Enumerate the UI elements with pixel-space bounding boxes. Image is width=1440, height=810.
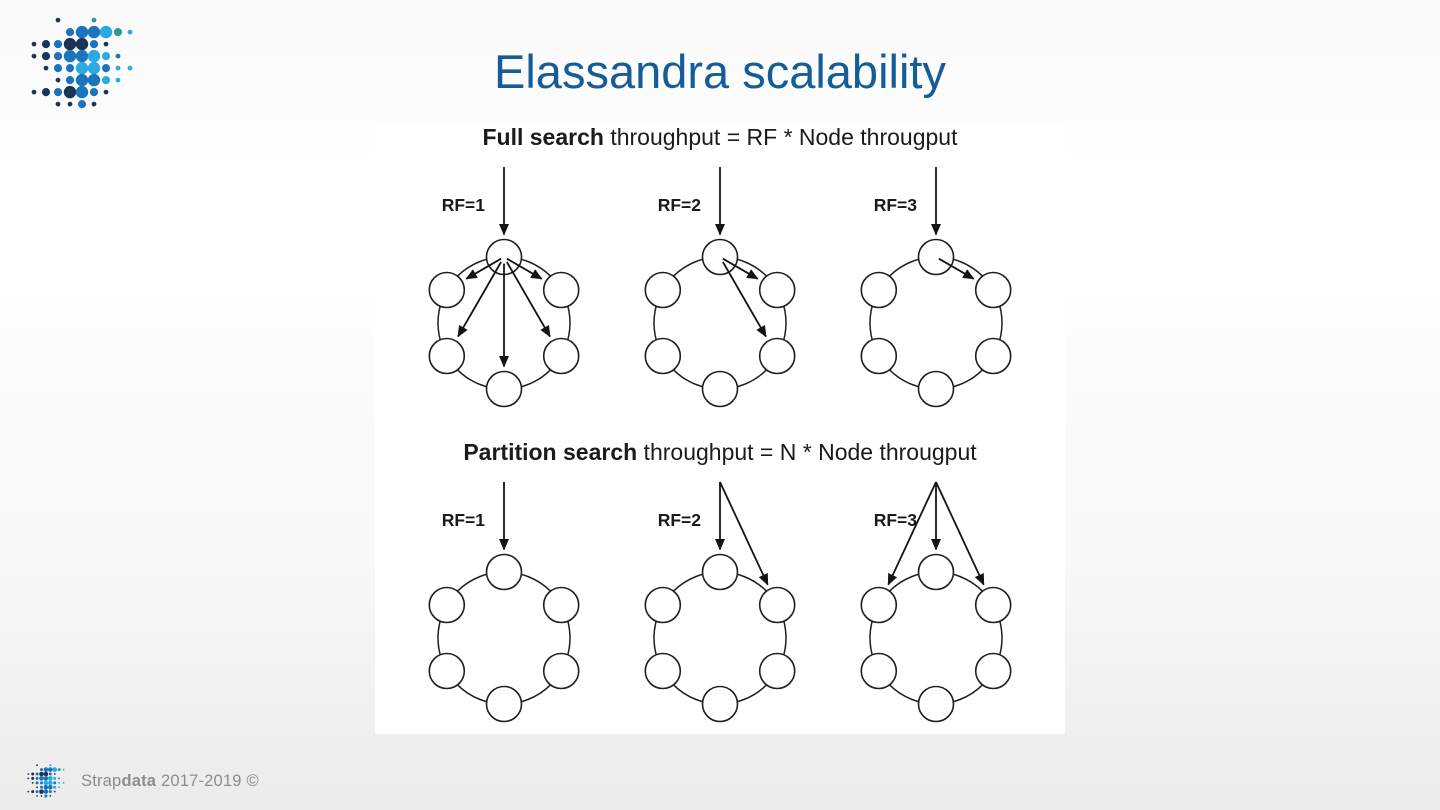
heading-rest-text: throughput = RF * Node througput: [603, 124, 958, 150]
footer-brand-prefix: Strap: [81, 772, 122, 790]
svg-text:RF=3: RF=3: [874, 510, 918, 530]
full-search-section: Full search throughput = RF * Node throu…: [401, 124, 1039, 413]
ring-diagram-partition-rf2: RF=2: [617, 470, 823, 728]
svg-text:RF=3: RF=3: [874, 195, 918, 215]
heading-bold-text: Full search: [482, 124, 604, 150]
ring-diagram-partition-rf3: RF=3: [833, 470, 1039, 728]
scalability-figure: Full search throughput = RF * Node throu…: [375, 124, 1065, 734]
ring-diagram-full-rf1: RF=1: [401, 155, 607, 413]
full-search-heading: Full search throughput = RF * Node throu…: [483, 124, 958, 151]
heading-bold-text: Partition search: [463, 439, 638, 465]
heading-rest-text: throughput = N * Node througput: [637, 439, 977, 465]
footer-copyright: Strapdata 2017-2019 ©: [81, 772, 259, 791]
ring-diagram-full-rf2: RF=2: [617, 155, 823, 413]
partition-search-diagram-row: RF=1 RF=2 RF=3: [401, 470, 1039, 728]
footer-copyright-years: 2017-2019 ©: [156, 772, 259, 790]
svg-text:RF=2: RF=2: [658, 510, 702, 530]
svg-text:RF=1: RF=1: [442, 195, 486, 215]
svg-text:RF=1: RF=1: [442, 510, 486, 530]
footer-logo-icon: [26, 763, 68, 800]
strapdata-logo: [28, 14, 142, 120]
full-search-diagram-row: RF=1 RF=2 RF=3: [401, 155, 1039, 413]
ring-diagram-partition-rf1: RF=1: [401, 470, 607, 728]
footer-brand-suffix: data: [121, 772, 157, 790]
ring-diagram-full-rf3: RF=3: [833, 155, 1039, 413]
partition-search-section: Partition search throughput = N * Node t…: [401, 413, 1039, 728]
page-title: Elassandra scalability: [494, 45, 946, 98]
footer: Strapdata 2017-2019 ©: [26, 763, 259, 800]
svg-text:RF=2: RF=2: [658, 195, 702, 215]
partition-search-heading: Partition search throughput = N * Node t…: [463, 439, 976, 466]
